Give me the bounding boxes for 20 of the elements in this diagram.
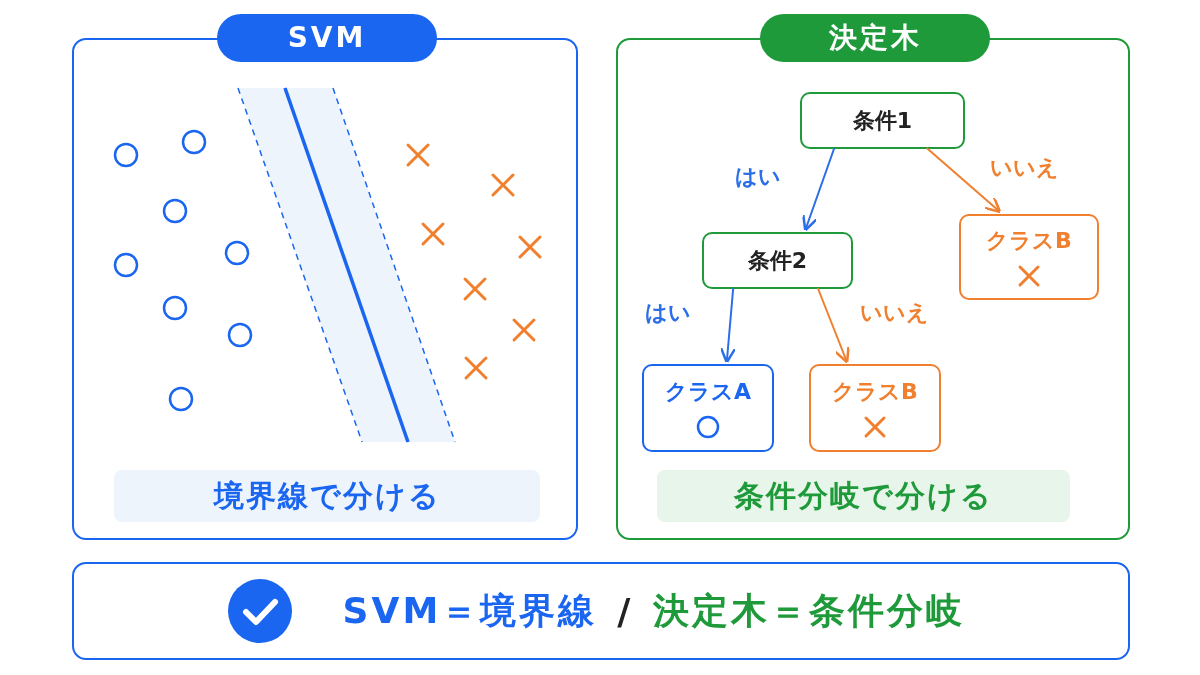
class-label: クラスB xyxy=(832,378,918,406)
summary-text: 決定木＝条件分岐 xyxy=(653,588,966,633)
class-box xyxy=(642,364,774,452)
arrow xyxy=(719,287,737,364)
class-box xyxy=(959,214,1099,300)
separator-slash: / xyxy=(617,590,634,632)
class-label: クラスA xyxy=(665,378,751,406)
class-label: クラスB xyxy=(986,227,1072,255)
arrow xyxy=(925,147,1002,214)
condition-box: 条件1 xyxy=(800,92,965,149)
class-box xyxy=(809,364,941,452)
summary-text: SVM＝境界線 xyxy=(342,588,598,633)
summary-box xyxy=(72,562,1130,660)
panel-title-tab: SVM xyxy=(217,14,437,62)
caption-band: 条件分岐で分ける xyxy=(657,470,1070,522)
caption-band: 境界線で分ける xyxy=(114,470,540,522)
arrow xyxy=(816,287,850,364)
panel-title-tab: 決定木 xyxy=(760,14,990,62)
condition-box: 条件2 xyxy=(702,232,853,289)
arrow xyxy=(802,147,836,232)
